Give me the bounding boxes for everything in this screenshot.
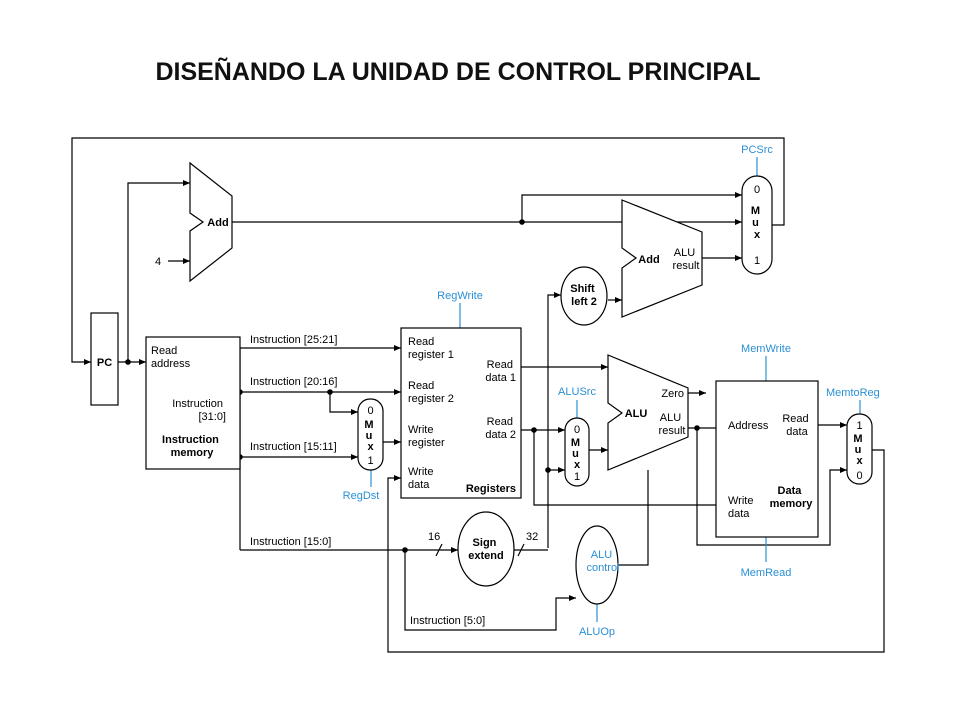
bits-out-label: 32 [526, 531, 538, 543]
reg-read-register-1: Read register 1 [408, 336, 454, 361]
instr-mem-output: Instruction [31:0] [172, 398, 226, 423]
bits-in-label: 16 [428, 531, 440, 543]
main-alu-result: ALU result [659, 412, 686, 437]
field-25-21: Instruction [25:21] [250, 334, 337, 346]
instr-mem-read-address: Read address [151, 345, 191, 370]
pc-label: PC [97, 357, 112, 369]
pcsrc-mux-input-1: 1 [754, 255, 760, 267]
memwrite-signal: MemWrite [741, 343, 791, 355]
main-alu-label: ALU [625, 408, 648, 420]
alusrc-signal: ALUSrc [558, 386, 596, 398]
memtoreg-mux-letters: M u x [853, 433, 865, 467]
pcsrc-signal: PCSrc [741, 144, 773, 156]
bus-width-marks [435, 543, 525, 557]
regdst-mux-letters: M u x [364, 419, 376, 453]
regwrite-signal: RegWrite [437, 290, 483, 302]
pcsrc-mux-input-0: 0 [754, 184, 760, 196]
slide-title: DISEÑANDO LA UNIDAD DE CONTROL PRINCIPAL [155, 58, 761, 86]
shift-left-label: Shift left 2 [570, 283, 598, 308]
regdst-mux [357, 398, 384, 471]
register-file [400, 327, 522, 499]
memtoreg-signal: MemtoReg [826, 387, 880, 399]
dm-read-data: Read data [782, 413, 811, 438]
aluop-signal: ALUOp [579, 626, 615, 638]
reg-read-data-2: Read data 2 [485, 416, 516, 441]
alu-control [575, 525, 619, 605]
branch-adder [621, 199, 703, 318]
alusrc-mux-input-0: 0 [574, 424, 580, 436]
data-memory [715, 380, 819, 538]
memtoreg-mux-input-1: 1 [856, 420, 862, 432]
alusrc-mux [564, 417, 590, 487]
reg-file-name: Registers [466, 483, 516, 495]
memread-signal: MemRead [741, 567, 792, 579]
memtoreg-mux [846, 413, 873, 485]
regdst-signal: RegDst [343, 490, 380, 502]
instruction-memory [145, 336, 241, 470]
branch-adder-label: Add [638, 254, 659, 266]
control-lines [370, 157, 861, 622]
main-alu [607, 354, 689, 471]
sign-extend [457, 511, 515, 587]
dm-name: Data memory [770, 485, 814, 510]
pc-register [90, 312, 119, 406]
dm-write-data: Write data [728, 495, 757, 520]
shift-left-2 [560, 266, 608, 326]
reg-write-register: Write register [408, 424, 445, 449]
memtoreg-mux-input-0: 0 [856, 470, 862, 482]
dm-address: Address [728, 420, 769, 432]
alu-control-label: ALU control [586, 549, 619, 574]
pc-adder [189, 161, 233, 283]
pcsrc-mux-letters: M u x [751, 205, 763, 241]
field-20-16: Instruction [20:16] [250, 376, 337, 388]
constant-four: 4 [155, 256, 161, 268]
regdst-mux-input-1: 1 [367, 455, 373, 467]
reg-read-register-2: Read register 2 [408, 380, 454, 405]
reg-read-data-1: Read data 1 [485, 359, 516, 384]
field-15-0: Instruction [15:0] [250, 536, 331, 548]
field-15-11: Instruction [15:11] [250, 441, 337, 453]
main-alu-zero: Zero [661, 388, 684, 400]
pcsrc-mux [741, 175, 773, 275]
alusrc-mux-letters: M u x [571, 437, 583, 471]
reg-write-data: Write data [408, 466, 437, 491]
sign-extend-label: Sign extend [468, 537, 503, 562]
instr-mem-name: Instruction memory [162, 434, 222, 459]
field-5-0: Instruction [5:0] [410, 615, 485, 627]
pc-adder-label: Add [207, 217, 228, 229]
branch-adder-result: ALU result [673, 247, 700, 272]
alusrc-mux-input-1: 1 [574, 471, 580, 483]
regdst-mux-input-0: 0 [367, 405, 373, 417]
